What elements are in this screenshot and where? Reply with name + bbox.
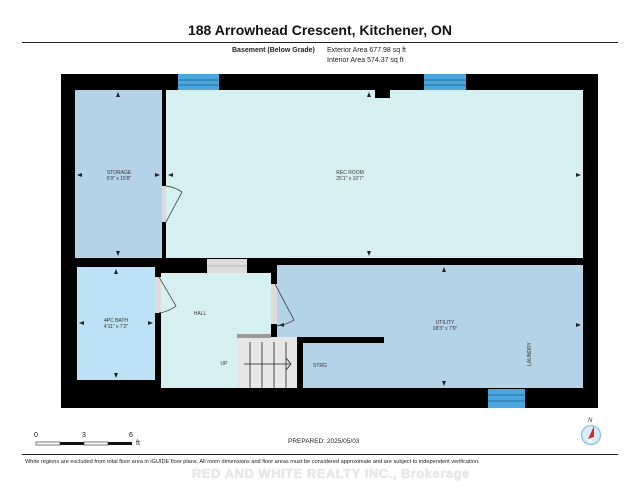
door-swing-bath <box>158 276 177 314</box>
room-4pc-bath <box>77 267 155 380</box>
window-bottom <box>488 389 525 408</box>
scale-bar <box>35 441 132 446</box>
scale-tick-6: 6 <box>129 432 133 439</box>
stair-landing <box>237 334 271 338</box>
dimension-arrows <box>77 92 581 386</box>
scale-unit: ft <box>136 440 140 447</box>
scale-tick-3: 3 <box>82 432 86 439</box>
window-top-left <box>178 74 219 90</box>
strg-label: STRG <box>313 363 327 369</box>
room-label-rec-room: REC ROOM 25'1" x 10'7" <box>336 170 364 182</box>
room-label-4pc-bath: 4PC BATH 4'11" x 7'2" <box>103 318 129 330</box>
prepared-date: PREPARED: 2025/05/03 <box>288 438 360 445</box>
interior-area: Interior Area 574.37 sq ft <box>327 57 404 64</box>
door-swing-storage <box>165 185 183 223</box>
room-rec-room <box>166 90 583 258</box>
interior-wall-strg-side <box>297 337 303 388</box>
disclaimer: White regions are excluded from total fl… <box>25 459 480 465</box>
exterior-area: Exterior Area 677.98 sq ft <box>327 47 406 54</box>
door-swing-utility <box>274 283 295 327</box>
stair-treads <box>244 342 292 388</box>
stairs <box>237 337 297 388</box>
room-storage <box>75 90 162 258</box>
laundry-label: LAUNDRY <box>527 342 533 366</box>
door-bath <box>155 277 161 313</box>
scale-tick-0: 0 <box>34 432 38 439</box>
door-storage <box>162 186 166 222</box>
room-label-hall: HALL <box>193 311 207 317</box>
header-divider <box>22 42 618 43</box>
stairs-label: UP <box>220 361 228 367</box>
property-title: 188 Arrowhead Crescent, Kitchener, ON <box>187 22 453 38</box>
door-utility <box>271 284 277 324</box>
compass-icon <box>580 424 602 446</box>
room-label-utility: UTILITY 18'3" x 7'9" <box>432 320 458 332</box>
footer-divider <box>22 454 618 455</box>
window-top-right <box>424 74 466 90</box>
level-name: Basement (Below Grade) <box>232 47 315 54</box>
room-utility <box>277 265 583 388</box>
column <box>375 90 390 98</box>
compass-north-label: N <box>588 418 593 424</box>
interior-wall-strg <box>299 337 384 343</box>
room-label-storage: STORAGE 5'9" x 15'8" <box>106 170 132 182</box>
watermark: RED AND WHITE REALTY INC., Brokerage <box>192 466 470 481</box>
